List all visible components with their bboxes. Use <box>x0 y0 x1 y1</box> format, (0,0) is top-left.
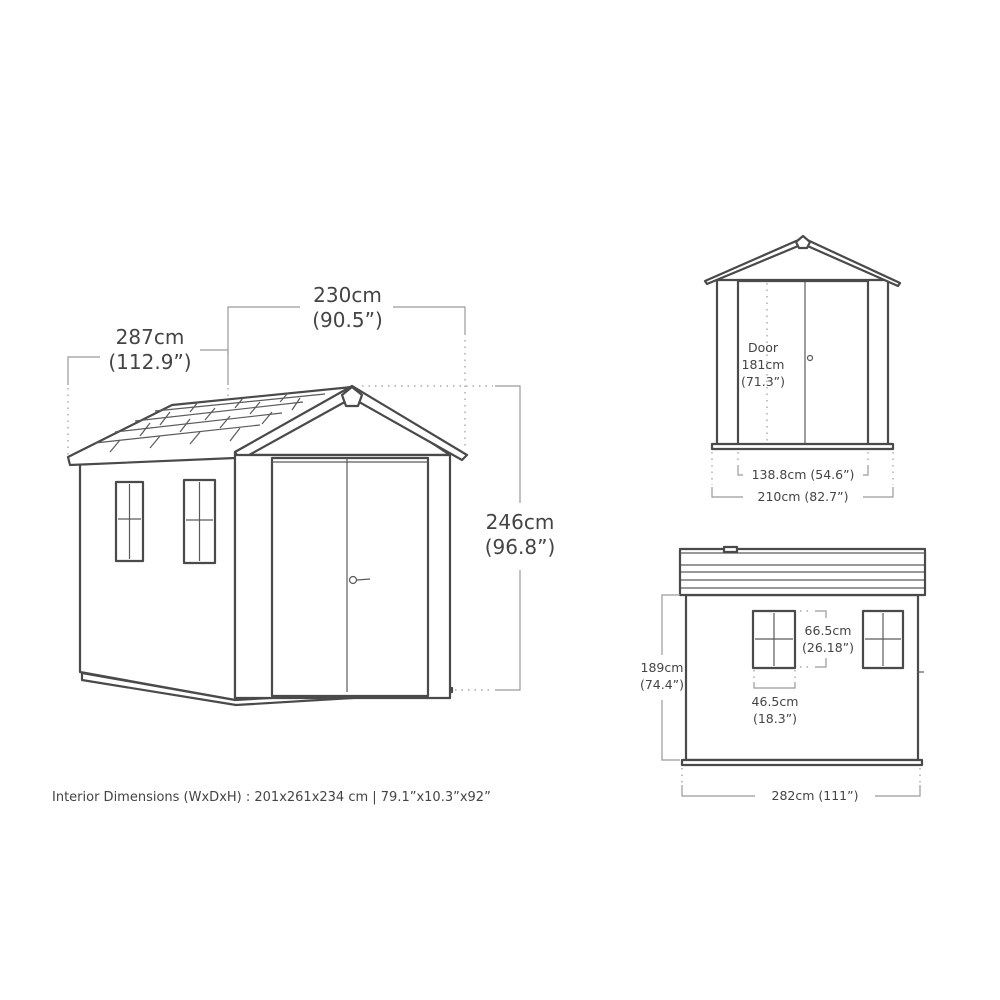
window-width-in: (18.3”) <box>752 711 798 726</box>
depth-cm: 287cm <box>115 325 185 349</box>
window-height-cm: 66.5cm <box>804 623 852 638</box>
height-in: (96.8”) <box>484 535 556 559</box>
window-width-cm: 46.5cm <box>751 694 799 709</box>
width-cm: 230cm <box>313 283 382 307</box>
side-length-label: 282cm (111”) <box>755 787 875 804</box>
height-dimension-line <box>362 385 521 691</box>
side-view-shed <box>661 545 927 797</box>
side-window <box>182 478 217 565</box>
depth-in: (112.9”) <box>108 350 192 374</box>
side-roof-tiles <box>681 564 924 589</box>
interior-dimensions-note: Interior Dimensions (WxDxH) : 201x261x23… <box>52 790 491 805</box>
door-height-label: Door 181cm (71.3”) <box>733 339 793 390</box>
window-height-label: 66.5cm (26.18”) <box>796 622 860 656</box>
height-label: 246cm (96.8”) <box>470 510 570 560</box>
door-width-label: 138.8cm (54.6”) <box>743 466 863 483</box>
side-window <box>861 609 905 670</box>
door-handle-icon <box>806 354 814 362</box>
width-dimension-line <box>227 306 466 450</box>
roof-shingles <box>94 392 326 453</box>
side-window <box>114 480 145 563</box>
door-handle-icon <box>348 575 358 585</box>
width-label: 230cm (90.5”) <box>295 283 400 333</box>
door-in: (71.3”) <box>740 374 786 389</box>
window-width-label: 46.5cm (18.3”) <box>745 693 805 727</box>
wall-height-label: 189cm (74.4”) <box>634 659 690 693</box>
wall-height-cm: 189cm <box>640 660 684 675</box>
depth-label: 287cm (112.9”) <box>95 325 205 375</box>
front-view-shed <box>703 234 902 498</box>
wall-height-in: (74.4”) <box>639 677 685 692</box>
double-door <box>270 456 430 698</box>
perspective-shed <box>66 306 521 707</box>
door-label: Door <box>747 340 779 355</box>
height-cm: 246cm <box>485 510 555 534</box>
side-window <box>751 609 797 670</box>
width-in: (90.5”) <box>312 308 383 332</box>
door-cm: 181cm <box>741 357 785 372</box>
front-width-label: 210cm (82.7”) <box>743 488 863 505</box>
window-height-in: (26.18”) <box>801 640 854 655</box>
